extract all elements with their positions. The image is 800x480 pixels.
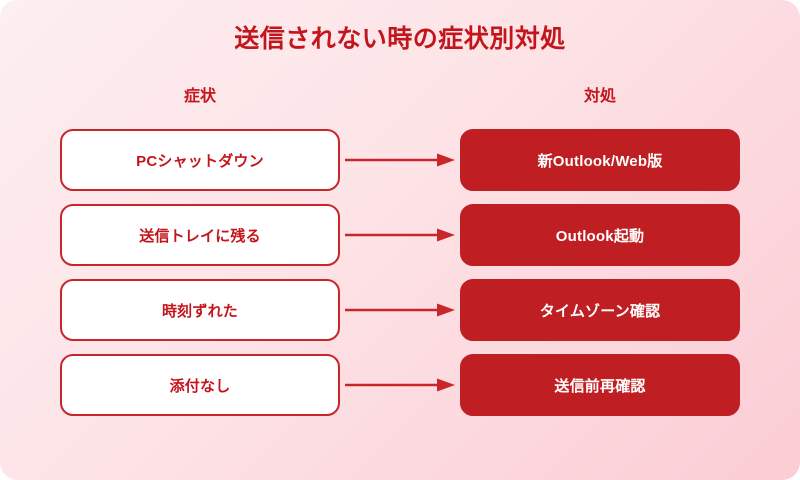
action-box[interactable]: 送信前再確認 [460,354,740,416]
mapping-row: 送信トレイに残る Outlook起動 [0,204,800,266]
arrow-right-icon [345,227,457,243]
symptom-box[interactable]: PCシャットダウン [60,129,340,191]
page-title: 送信されない時の症状別対処 [234,25,566,53]
action-box[interactable]: 新Outlook/Web版 [460,129,740,191]
symptom-box[interactable]: 時刻ずれた [60,279,340,341]
action-box[interactable]: Outlook起動 [460,204,740,266]
action-label: Outlook起動 [555,227,645,245]
symptom-box[interactable]: 送信トレイに残る [60,204,340,266]
symptom-label: PCシャットダウン [136,152,264,170]
column-header-symptom: 症状 [183,88,216,105]
symptom-box[interactable]: 添付なし [60,354,340,416]
mapping-row: 時刻ずれた タイムゾーン確認 [0,279,800,341]
column-header-action: 対処 [583,88,616,105]
action-label: タイムゾーン確認 [539,302,661,320]
symptom-label: 時刻ずれた [161,302,238,320]
symptom-label: 添付なし [169,377,231,395]
arrow-right-icon [345,302,457,318]
arrow-right-icon [345,152,457,168]
symptom-label: 送信トレイに残る [139,227,261,245]
action-label: 新Outlook/Web版 [537,152,663,170]
action-label: 送信前再確認 [554,377,646,395]
action-box[interactable]: タイムゾーン確認 [460,279,740,341]
arrow-right-icon [345,377,457,393]
mapping-row: PCシャットダウン 新Outlook/Web版 [0,129,800,191]
mapping-row: 添付なし 送信前再確認 [0,354,800,416]
